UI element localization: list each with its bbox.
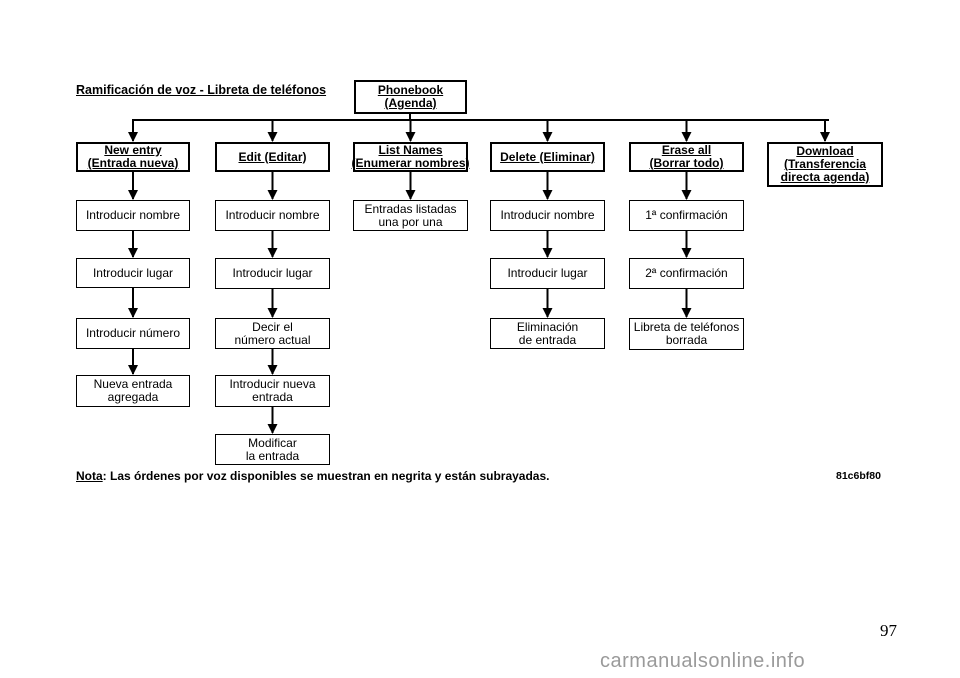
step-box: Introducir lugar xyxy=(215,258,330,289)
watermark: carmanualsonline.info xyxy=(600,650,806,672)
step-box: Introducir lugar xyxy=(490,258,605,289)
command-box: List Names(Enumerar nombres) xyxy=(351,142,470,172)
footnote-text: : Las órdenes por voz disponibles se mue… xyxy=(102,469,550,483)
command-label: Edit (Editar) xyxy=(238,149,307,164)
step-box: Introducir nombre xyxy=(215,200,330,231)
step-box: Introducir número xyxy=(76,318,190,349)
command-label: (Borrar todo) xyxy=(649,156,724,170)
step-label: borrada xyxy=(665,333,708,347)
root-line2: (Agenda) xyxy=(384,96,437,110)
figure-code: 81c6bf80 xyxy=(836,470,881,482)
command-label: (Enumerar nombres) xyxy=(351,156,470,170)
command-label: New entry xyxy=(104,143,162,157)
command-label: Download xyxy=(796,144,854,158)
command-label: List Names xyxy=(378,143,443,157)
command-label: directa agenda) xyxy=(780,170,870,184)
step-label: Introducir lugar xyxy=(507,266,588,280)
step-label: Introducir lugar xyxy=(92,265,174,280)
step-label: de entrada xyxy=(518,332,577,347)
diagram-title: Ramificación de voz - Libreta de teléfon… xyxy=(76,83,327,97)
step-label: Introducir nombre xyxy=(85,208,181,222)
page-number: 97 xyxy=(880,621,897,640)
footnote-label: Nota xyxy=(76,469,103,483)
step-label: Libreta de teléfonos xyxy=(633,320,740,334)
step-box: 1ª confirmación xyxy=(629,200,744,231)
step-label: Entradas listadas xyxy=(364,201,457,216)
command-label: Delete (Eliminar) xyxy=(500,149,595,164)
command-box: Edit (Editar) xyxy=(215,142,330,172)
footnote: Nota: Las órdenes por voz disponibles se… xyxy=(76,469,549,483)
step-label: Introducir nueva xyxy=(229,377,316,391)
step-label: agregada xyxy=(107,390,159,404)
step-label: una por una xyxy=(378,214,443,229)
root-node-phonebook: Phonebook (Agenda) xyxy=(354,80,467,114)
step-label: Introducir nombre xyxy=(225,208,320,222)
step-box: 2ª confirmación xyxy=(629,258,744,289)
command-label: Erase all xyxy=(661,143,712,157)
step-label: 1ª confirmación xyxy=(645,208,728,222)
step-label: Introducir número xyxy=(85,326,181,340)
step-label: Nueva entrada xyxy=(93,377,173,391)
command-box: New entry(Entrada nueva) xyxy=(76,142,190,172)
step-label: Introducir nombre xyxy=(500,208,595,222)
step-label: entrada xyxy=(252,390,293,404)
command-label: (Transferencia xyxy=(783,157,867,171)
step-box: Introducir nombre xyxy=(490,200,605,231)
root-line1: Phonebook xyxy=(377,83,444,97)
step-label: Decir el xyxy=(252,319,293,334)
step-box: Introducir nombre xyxy=(76,200,190,231)
command-label: (Entrada nueva) xyxy=(87,156,179,170)
step-box: Introducir lugar xyxy=(76,258,190,288)
step-label: Eliminación xyxy=(516,319,579,334)
command-box: Erase all(Borrar todo) xyxy=(629,142,744,172)
step-label: Modificar xyxy=(248,435,297,450)
step-label: 2ª confirmación xyxy=(645,266,728,280)
step-label: la entrada xyxy=(245,448,300,463)
step-label: Introducir lugar xyxy=(232,266,313,280)
command-box: Delete (Eliminar) xyxy=(490,142,605,172)
step-label: número actual xyxy=(234,332,311,347)
